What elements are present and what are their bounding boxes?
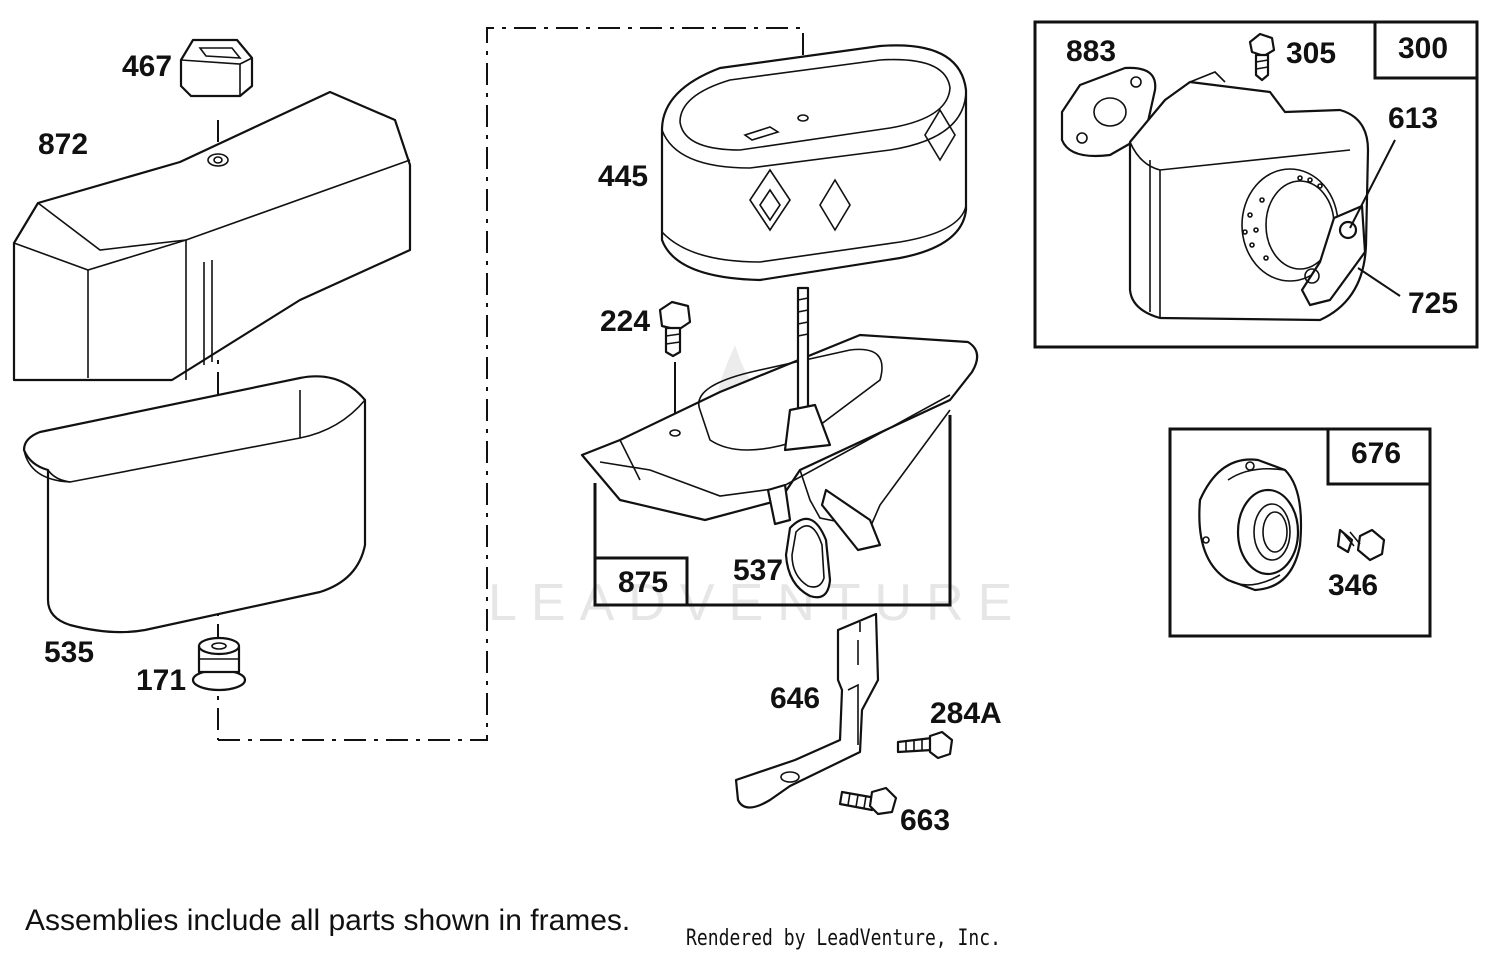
label-467: 467 <box>122 50 172 83</box>
label-224: 224 <box>600 305 650 338</box>
label-305: 305 <box>1286 37 1336 70</box>
leader-725 <box>1357 267 1401 297</box>
frame-300 <box>1033 20 1479 349</box>
grommet-171 <box>191 636 247 692</box>
label-445: 445 <box>598 160 648 193</box>
gasket-883 <box>1060 66 1157 158</box>
screw-305 <box>1248 32 1276 82</box>
air-cleaner-base <box>580 333 979 529</box>
frame-300-tag <box>1373 20 1479 80</box>
watermark-text: LEADVENTURE <box>488 574 1026 632</box>
gasket-537 <box>784 488 882 599</box>
label-646: 646 <box>770 682 820 715</box>
label-676: 676 <box>1351 437 1401 470</box>
label-883: 883 <box>1066 35 1116 68</box>
assemblies-note: Assemblies include all parts shown in fr… <box>25 904 631 937</box>
label-284a: 284A <box>930 697 1002 730</box>
frame-676-tag <box>1326 427 1432 486</box>
screw-284a <box>896 730 954 760</box>
frame-875-tag <box>593 556 689 607</box>
filter-pattern <box>749 108 956 232</box>
label-300: 300 <box>1398 32 1448 65</box>
spark-arrestor-676 <box>1198 458 1303 592</box>
leader-613 <box>1349 139 1396 229</box>
render-credit: Rendered by LeadVenture, Inc. <box>686 926 1001 951</box>
screw-663 <box>838 786 898 816</box>
muffler-perforations <box>1242 175 1323 261</box>
label-537: 537 <box>733 554 783 587</box>
assembly-line <box>218 27 804 741</box>
label-725: 725 <box>1408 287 1458 320</box>
frame-676 <box>1168 427 1432 638</box>
label-663: 663 <box>900 804 950 837</box>
label-171: 171 <box>136 664 186 697</box>
bracket-646 <box>734 612 880 809</box>
screw-346 <box>1336 528 1386 562</box>
knob-467 <box>179 38 254 98</box>
stud <box>783 286 832 452</box>
air-filter-445 <box>660 44 968 282</box>
label-872: 872 <box>38 128 88 161</box>
label-346: 346 <box>1328 569 1378 602</box>
cover-872 <box>12 90 412 382</box>
deflector-725 <box>1300 204 1367 307</box>
label-535: 535 <box>44 636 94 669</box>
frame-875 <box>593 415 952 607</box>
bolt-224 <box>658 300 692 432</box>
label-613: 613 <box>1388 102 1438 135</box>
pre-cleaner-535 <box>22 375 367 634</box>
label-875: 875 <box>618 566 668 599</box>
